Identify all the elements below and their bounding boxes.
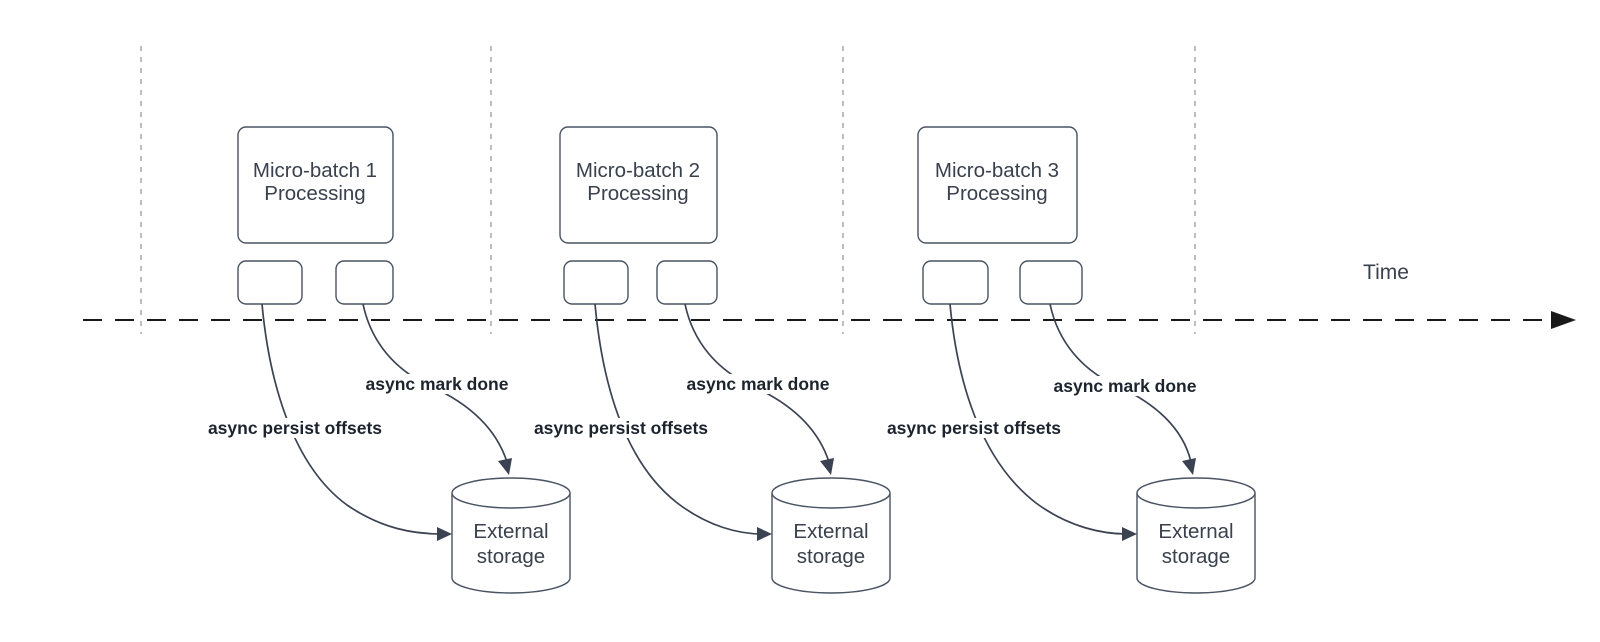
async-persist-offsets-label: async persist offsets	[534, 418, 708, 438]
persist-arrowhead-icon	[757, 527, 772, 541]
async-persist-offsets-arrow	[261, 303, 443, 535]
cylinder-top-ellipse	[1136, 477, 1256, 509]
microbatch-box-label-line2: Processing	[587, 182, 688, 205]
microbatch-box-label-line2: Processing	[264, 182, 365, 205]
async-mark-done-label: async mark done	[687, 374, 830, 394]
microbatch-box-label-line1: Micro-batch 2	[576, 159, 700, 182]
microbatch-group-1: Micro-batch 1 Processing External storag…	[206, 126, 571, 594]
microbatch-2-processing-box	[559, 126, 718, 244]
external-storage-cylinder: External storage	[451, 477, 571, 594]
cylinder-body	[451, 493, 571, 594]
microbatch-box-label-line1: Micro-batch 3	[935, 159, 1059, 182]
cylinder-top-ellipse	[451, 477, 571, 509]
async-mark-done-label: async mark done	[366, 374, 509, 394]
cylinder-body	[771, 493, 891, 594]
external-storage-cylinder: External storage	[771, 477, 891, 594]
async-persist-offsets-label: async persist offsets	[208, 418, 382, 438]
storage-label-line1: External	[473, 520, 548, 543]
persist-offsets-source-box	[922, 260, 989, 305]
mark-done-source-box	[1019, 260, 1083, 305]
persist-label-backdrop	[885, 418, 1063, 438]
mark-done-label-backdrop	[364, 374, 510, 394]
microbatch-group-2: Micro-batch 2 Processing External storag…	[532, 126, 891, 594]
microbatch-3-processing-box	[917, 126, 1078, 244]
async-persist-offsets-label: async persist offsets	[887, 418, 1061, 438]
mark-done-label-backdrop	[1052, 376, 1198, 396]
external-storage-cylinder: External storage	[1136, 477, 1256, 594]
async-persist-offsets-arrow	[949, 303, 1128, 535]
cylinder-top-ellipse	[771, 477, 891, 509]
persist-label-backdrop	[532, 418, 710, 438]
microbatch-box-label-line2: Processing	[946, 182, 1047, 205]
microbatch-box-label-line1: Micro-batch 1	[253, 159, 377, 182]
mark-done-label-backdrop	[685, 374, 831, 394]
mark-done-arrowhead-icon	[498, 458, 512, 475]
storage-label-line1: External	[793, 520, 868, 543]
persist-offsets-source-box	[563, 260, 629, 305]
time-axis-label: Time	[1363, 261, 1409, 284]
mark-done-source-box	[335, 260, 394, 305]
persist-arrowhead-icon	[1122, 527, 1137, 541]
storage-label-line1: External	[1158, 520, 1233, 543]
persist-label-backdrop	[206, 418, 384, 438]
storage-label-line2: storage	[1162, 545, 1230, 568]
async-mark-done-label: async mark done	[1054, 376, 1197, 396]
microbatch-1-processing-box	[237, 126, 394, 244]
time-axis-arrowhead-icon	[1551, 311, 1576, 329]
mark-done-arrowhead-icon	[820, 458, 834, 475]
persist-arrowhead-icon	[437, 527, 452, 541]
storage-label-line2: storage	[797, 545, 865, 568]
mark-done-arrowhead-icon	[1182, 458, 1196, 475]
cylinder-body	[1136, 493, 1256, 594]
microbatch-group-3: Micro-batch 3 Processing External storag…	[885, 126, 1256, 594]
persist-offsets-source-box	[237, 260, 303, 305]
mark-done-source-box	[656, 260, 718, 305]
storage-label-line2: storage	[477, 545, 545, 568]
async-persist-offsets-arrow	[594, 303, 763, 535]
